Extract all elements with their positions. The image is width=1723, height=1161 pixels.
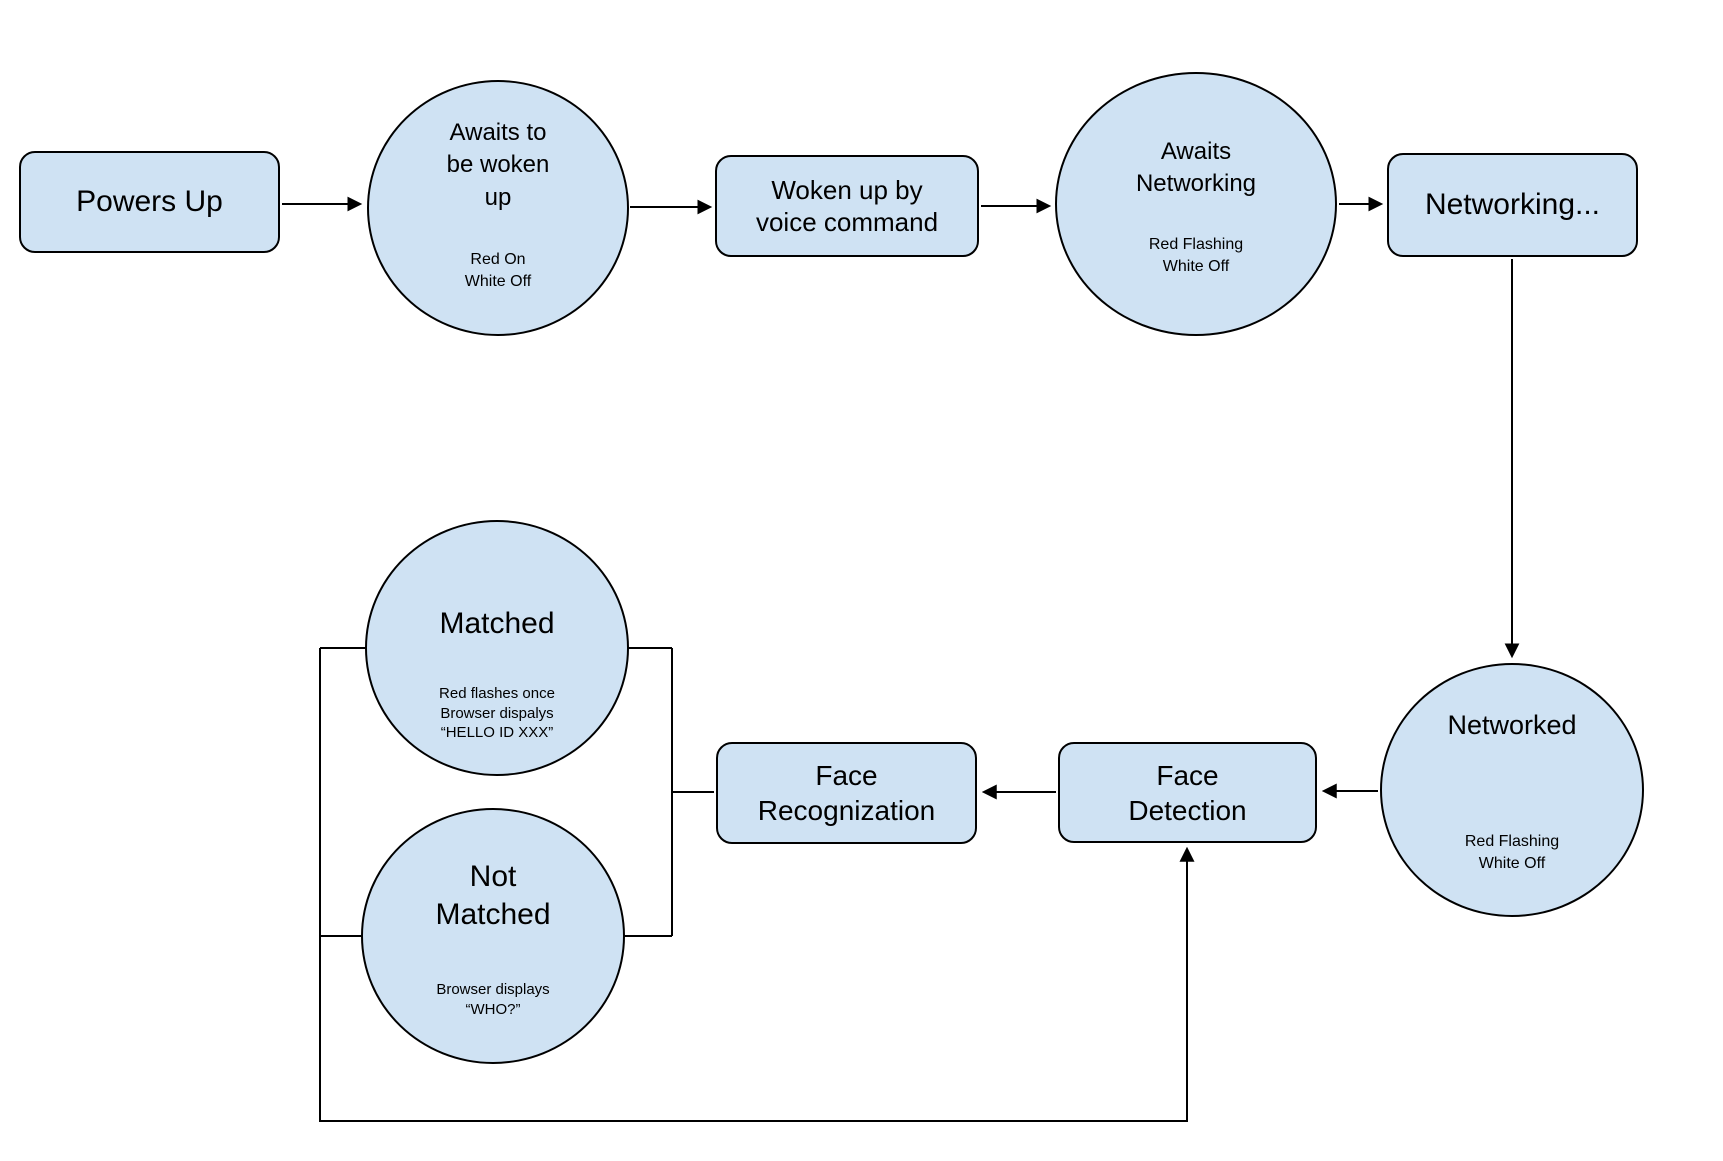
state-networked-status: Red Flashing White Off [1464,833,1560,873]
state-not-matched: Not Matched Browser displays “WHO?” [361,808,625,1064]
node-face-detection: Face Detection [1058,742,1317,843]
state-matched: Matched Red flashes once Browser dispaly… [365,520,629,776]
node-networking-label: Networking... [1424,188,1601,222]
state-awaits-networking-status: Red Flashing White Off [1148,236,1244,276]
state-not-matched-title: Not Matched [435,860,551,932]
node-networking: Networking... [1387,153,1638,257]
state-matched-title: Matched [439,607,555,640]
node-face-detection-label: Face Detection [1128,759,1247,826]
node-face-recognization-label: Face Recognization [757,760,936,826]
state-awaits-wake: Awaits to be woken up Red On White Off [367,80,629,336]
node-powers-up-label: Powers Up [76,185,223,219]
state-awaits-networking: Awaits Networking Red Flashing White Off [1055,72,1337,336]
node-woken-up-label: Woken up by voice command [755,174,939,238]
state-not-matched-status: Browser displays “WHO?” [436,981,550,1018]
state-networked: Networked Red Flashing White Off [1380,663,1644,917]
node-woken-up: Woken up by voice command [715,155,979,257]
node-powers-up: Powers Up [19,151,280,253]
state-awaits-networking-title: Awaits Networking [1135,138,1257,198]
arrow-feedback-loop-to-face-detection [319,648,1195,1122]
node-face-recognization: Face Recognization [716,742,977,844]
state-awaits-wake-status: Red On White Off [464,251,532,291]
state-matched-status: Red flashes once Browser dispalys “HELLO… [439,685,555,741]
state-awaits-wake-title: Awaits to be woken up [446,119,550,211]
state-networked-title: Networked [1447,710,1577,740]
